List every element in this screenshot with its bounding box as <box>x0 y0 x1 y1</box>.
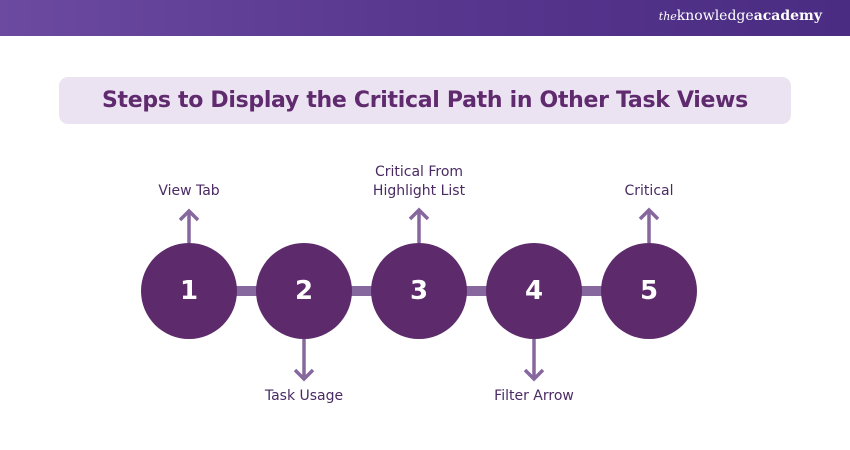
brand-the: the <box>658 10 677 23</box>
title-banner: Steps to Display the Critical Path in Ot… <box>59 77 791 124</box>
step-3-up-arrow-icon <box>408 207 430 243</box>
step-2-number: 2 <box>294 276 314 306</box>
step-1-number: 1 <box>179 276 199 306</box>
brand-logo: theknowledgeacademy <box>659 8 822 24</box>
diagram-title: Steps to Display the Critical Path in Ot… <box>102 88 748 113</box>
step-3-label: Critical From Highlight List <box>373 163 465 201</box>
step-2-down-arrow-icon <box>293 339 315 382</box>
step-3-label-line-2: Highlight List <box>372 183 466 199</box>
step-2-circle: 2 <box>256 243 352 339</box>
step-4-number: 4 <box>524 276 544 306</box>
step-5-label: Critical <box>624 183 674 199</box>
header-bar: theknowledgeacademy <box>0 0 850 36</box>
step-3-circle: 3 <box>371 243 467 339</box>
brand-knowledge: knowledge <box>676 8 754 24</box>
step-5-up-arrow-icon <box>638 207 660 243</box>
step-5-circle: 5 <box>601 243 697 339</box>
step-3-number: 3 <box>409 276 429 306</box>
step-4-circle: 4 <box>486 243 582 339</box>
step-5-number: 5 <box>639 276 659 306</box>
step-1-up-arrow-icon <box>178 208 200 243</box>
step-4-label: Filter Arrow <box>494 388 574 404</box>
step-3-label-line-1: Critical From <box>374 164 464 180</box>
step-1-circle: 1 <box>141 243 237 339</box>
brand-academy: academy <box>753 8 822 24</box>
step-2-label: Task Usage <box>264 388 344 404</box>
step-4-down-arrow-icon <box>523 339 545 382</box>
step-1-label: View Tab <box>158 183 220 199</box>
